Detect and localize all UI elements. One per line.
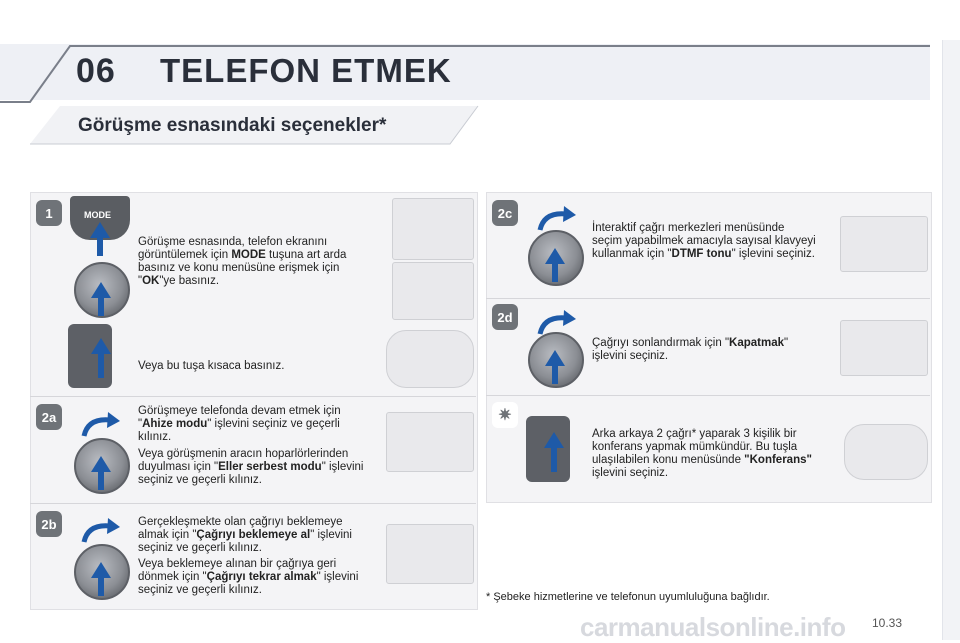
page-title: TELEFON ETMEK — [160, 52, 452, 89]
mode-label: MODE — [84, 210, 111, 220]
section-title: Görüşme esnasındaki seçenekler* — [78, 115, 387, 136]
rotary-knob-icon[interactable] — [74, 544, 130, 600]
subtitle-frame — [30, 105, 479, 145]
arrow-stem — [552, 366, 558, 384]
steering-stalk-icon[interactable] — [68, 324, 112, 388]
steering-control-image — [844, 424, 928, 480]
arrow-up-icon — [545, 248, 565, 264]
step-badge-2c: 2c — [492, 200, 518, 226]
divider — [30, 503, 476, 504]
arrow-stem — [98, 298, 104, 316]
header-bar — [0, 44, 930, 100]
arrow-stem — [98, 472, 104, 490]
divider — [486, 395, 930, 396]
rotate-arrow-icon — [81, 412, 120, 437]
step2a-alt-text: Veya görüşmenin aracın hoparlörlerinden … — [138, 448, 364, 486]
side-strip — [942, 40, 960, 640]
radio-unit-image — [840, 320, 928, 376]
arrow-stem — [98, 578, 104, 596]
step3-text: Arka arkaya 2 çağrı* yaparak 3 kişilik b… — [592, 428, 812, 479]
step2c-text: İnteraktif çağrı merkezleri menüsünde se… — [592, 222, 816, 260]
watermark: carmanualsonline.info — [580, 612, 846, 642]
step1-alt-text: Veya bu tuşa kısaca basınız. — [138, 360, 285, 372]
arrow-stem — [551, 448, 557, 472]
divider — [486, 298, 930, 299]
rotate-arrow-icon — [81, 518, 120, 543]
chapter-number: 06 — [76, 52, 116, 90]
rotate-arrow-icon — [537, 206, 576, 231]
step2b-text: Gerçekleşmekte olan çağrıyı beklemeye al… — [138, 516, 352, 554]
arrow-up-icon — [544, 432, 564, 448]
arrow-up-icon — [91, 456, 111, 472]
step-badge-2d: 2d — [492, 304, 518, 330]
step2a-text: Görüşmeye telefonda devam etmek için "Ah… — [138, 405, 341, 443]
arrow-up-icon — [91, 282, 111, 298]
arrow-up-icon — [545, 350, 565, 366]
footnote: * Şebeke hizmetlerine ve telefonun uyuml… — [486, 591, 770, 603]
steering-control-image — [386, 330, 474, 388]
radio-unit-image — [392, 262, 474, 320]
arrow-up-icon — [91, 562, 111, 578]
divider — [30, 396, 476, 397]
radio-unit-image — [840, 216, 928, 272]
arrow-stem — [552, 264, 558, 282]
radio-unit-image — [392, 198, 474, 260]
step-badge-2b: 2b — [36, 511, 62, 537]
header-frame — [0, 45, 930, 103]
radio-unit-image — [386, 524, 474, 584]
radio-unit-image — [386, 412, 474, 472]
arrow-up-icon — [90, 222, 110, 238]
step-badge-1: 1 — [36, 200, 62, 226]
page-number: 10.33 — [872, 616, 903, 630]
arrow-up-icon — [91, 338, 111, 354]
arrow-stem — [98, 354, 104, 378]
step-badge-2a: 2a — [36, 404, 62, 430]
steering-stalk-icon[interactable] — [526, 416, 570, 482]
arrow-stem — [97, 238, 103, 256]
step2b-alt-text: Veya beklemeye alınan bir çağrıya geri d… — [138, 558, 359, 596]
step2d-text: Çağrıyı sonlandırmak için "Kapatmak" işl… — [592, 337, 789, 362]
sun-icon: ✷ — [492, 402, 518, 428]
step1-text: Görüşme esnasında, telefon ekranını görü… — [138, 236, 347, 287]
rotate-arrow-icon — [537, 310, 576, 335]
